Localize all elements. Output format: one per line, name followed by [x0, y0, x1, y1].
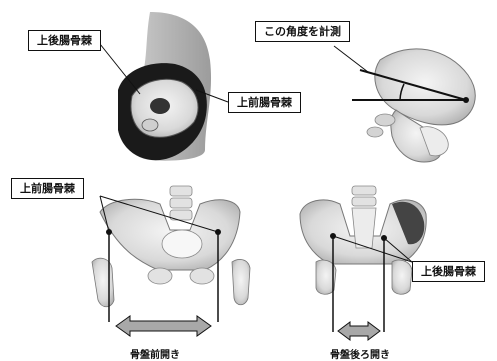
caption-back-width: 骨盤後ろ開き: [330, 346, 390, 361]
front-width-arrow: [116, 316, 211, 336]
angle-view-pelvis: [367, 49, 475, 162]
label-top-left-asis: 上前腸骨棘: [228, 92, 301, 113]
front-view-pelvis: [92, 186, 250, 307]
label-top-left-psis: 上後腸骨棘: [28, 30, 101, 51]
angle-vertex-dot: [463, 97, 469, 103]
label-top-right-angle: この角度を計測: [255, 21, 350, 42]
side-view-body: [118, 12, 211, 161]
label-bottom-right-psis: 上後腸骨棘: [412, 261, 485, 282]
back-view-pelvis: [300, 186, 426, 294]
label-bottom-left-asis: 上前腸骨棘: [11, 178, 84, 199]
caption-front-width: 骨盤前開き: [130, 346, 180, 361]
back-width-arrow: [338, 322, 380, 340]
leader-angle-label: [334, 46, 368, 72]
